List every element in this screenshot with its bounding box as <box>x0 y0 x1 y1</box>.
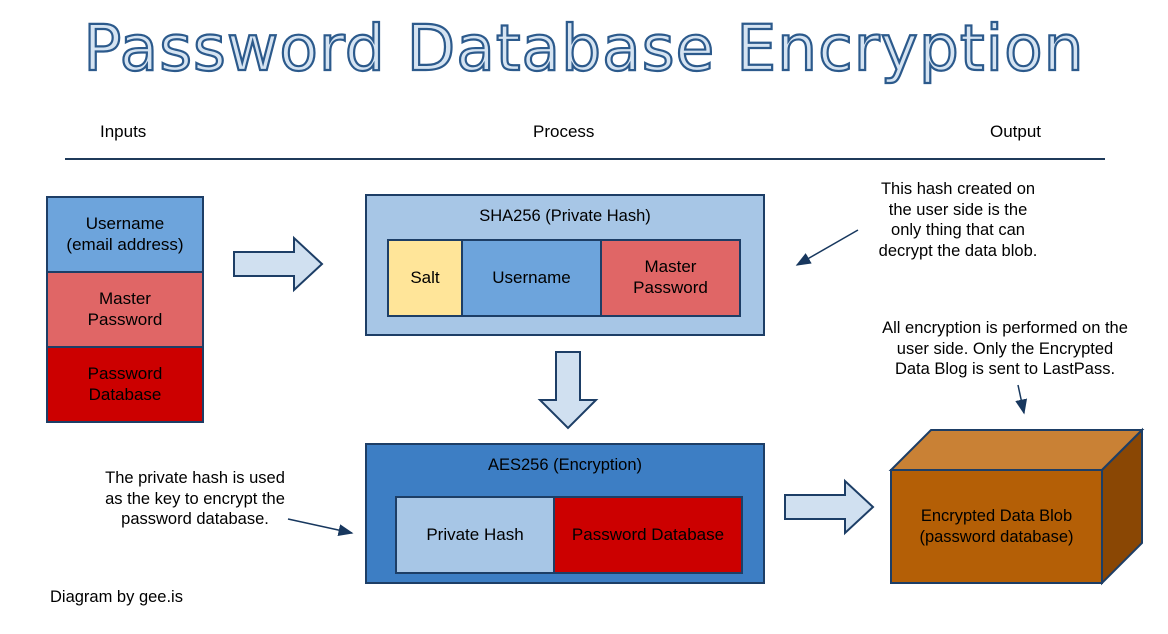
encrypted-data-blob <box>888 427 1145 586</box>
encryption-note-pointer <box>1015 384 1028 415</box>
sha-to-aes-arrow <box>537 351 599 430</box>
aes-password-database: Password Database <box>553 496 743 574</box>
blob-front-face <box>890 469 1103 584</box>
aes-to-output-arrow <box>784 478 875 536</box>
header-divider <box>65 158 1105 160</box>
aes256-title: AES256 (Encryption) <box>487 456 643 474</box>
inputs-to-sha-arrow <box>233 235 324 293</box>
process-heading: Process <box>533 122 595 141</box>
title-graphic: Password Database Encryption <box>82 11 1084 86</box>
output-heading: Output <box>990 122 1042 141</box>
page-title: Password Database Encryption <box>83 12 1084 85</box>
hash-note: This hash created on the user side is th… <box>878 180 1038 260</box>
key-note: The private hash is used as the key to e… <box>105 469 285 529</box>
blob-top-face <box>888 429 1145 471</box>
key-note-pointer <box>287 518 354 536</box>
input-username: Username (email address) <box>46 196 204 273</box>
sha-username: Username <box>461 239 602 317</box>
encryption-note: All encryption is performed on the user … <box>882 319 1128 379</box>
hash-note-pointer <box>795 229 859 266</box>
output-blob-label: Encrypted Data Blob (password database) <box>919 507 1074 546</box>
aes-private-hash: Private Hash <box>395 496 555 574</box>
sha-master-password: Master Password <box>600 239 741 317</box>
input-password-database: Password Database <box>46 346 204 423</box>
credit-text: Diagram by gee.is <box>50 588 183 606</box>
inputs-heading: Inputs <box>100 122 147 141</box>
sha-salt: Salt <box>387 239 463 317</box>
sha256-title: SHA256 (Private Hash) <box>479 207 651 225</box>
